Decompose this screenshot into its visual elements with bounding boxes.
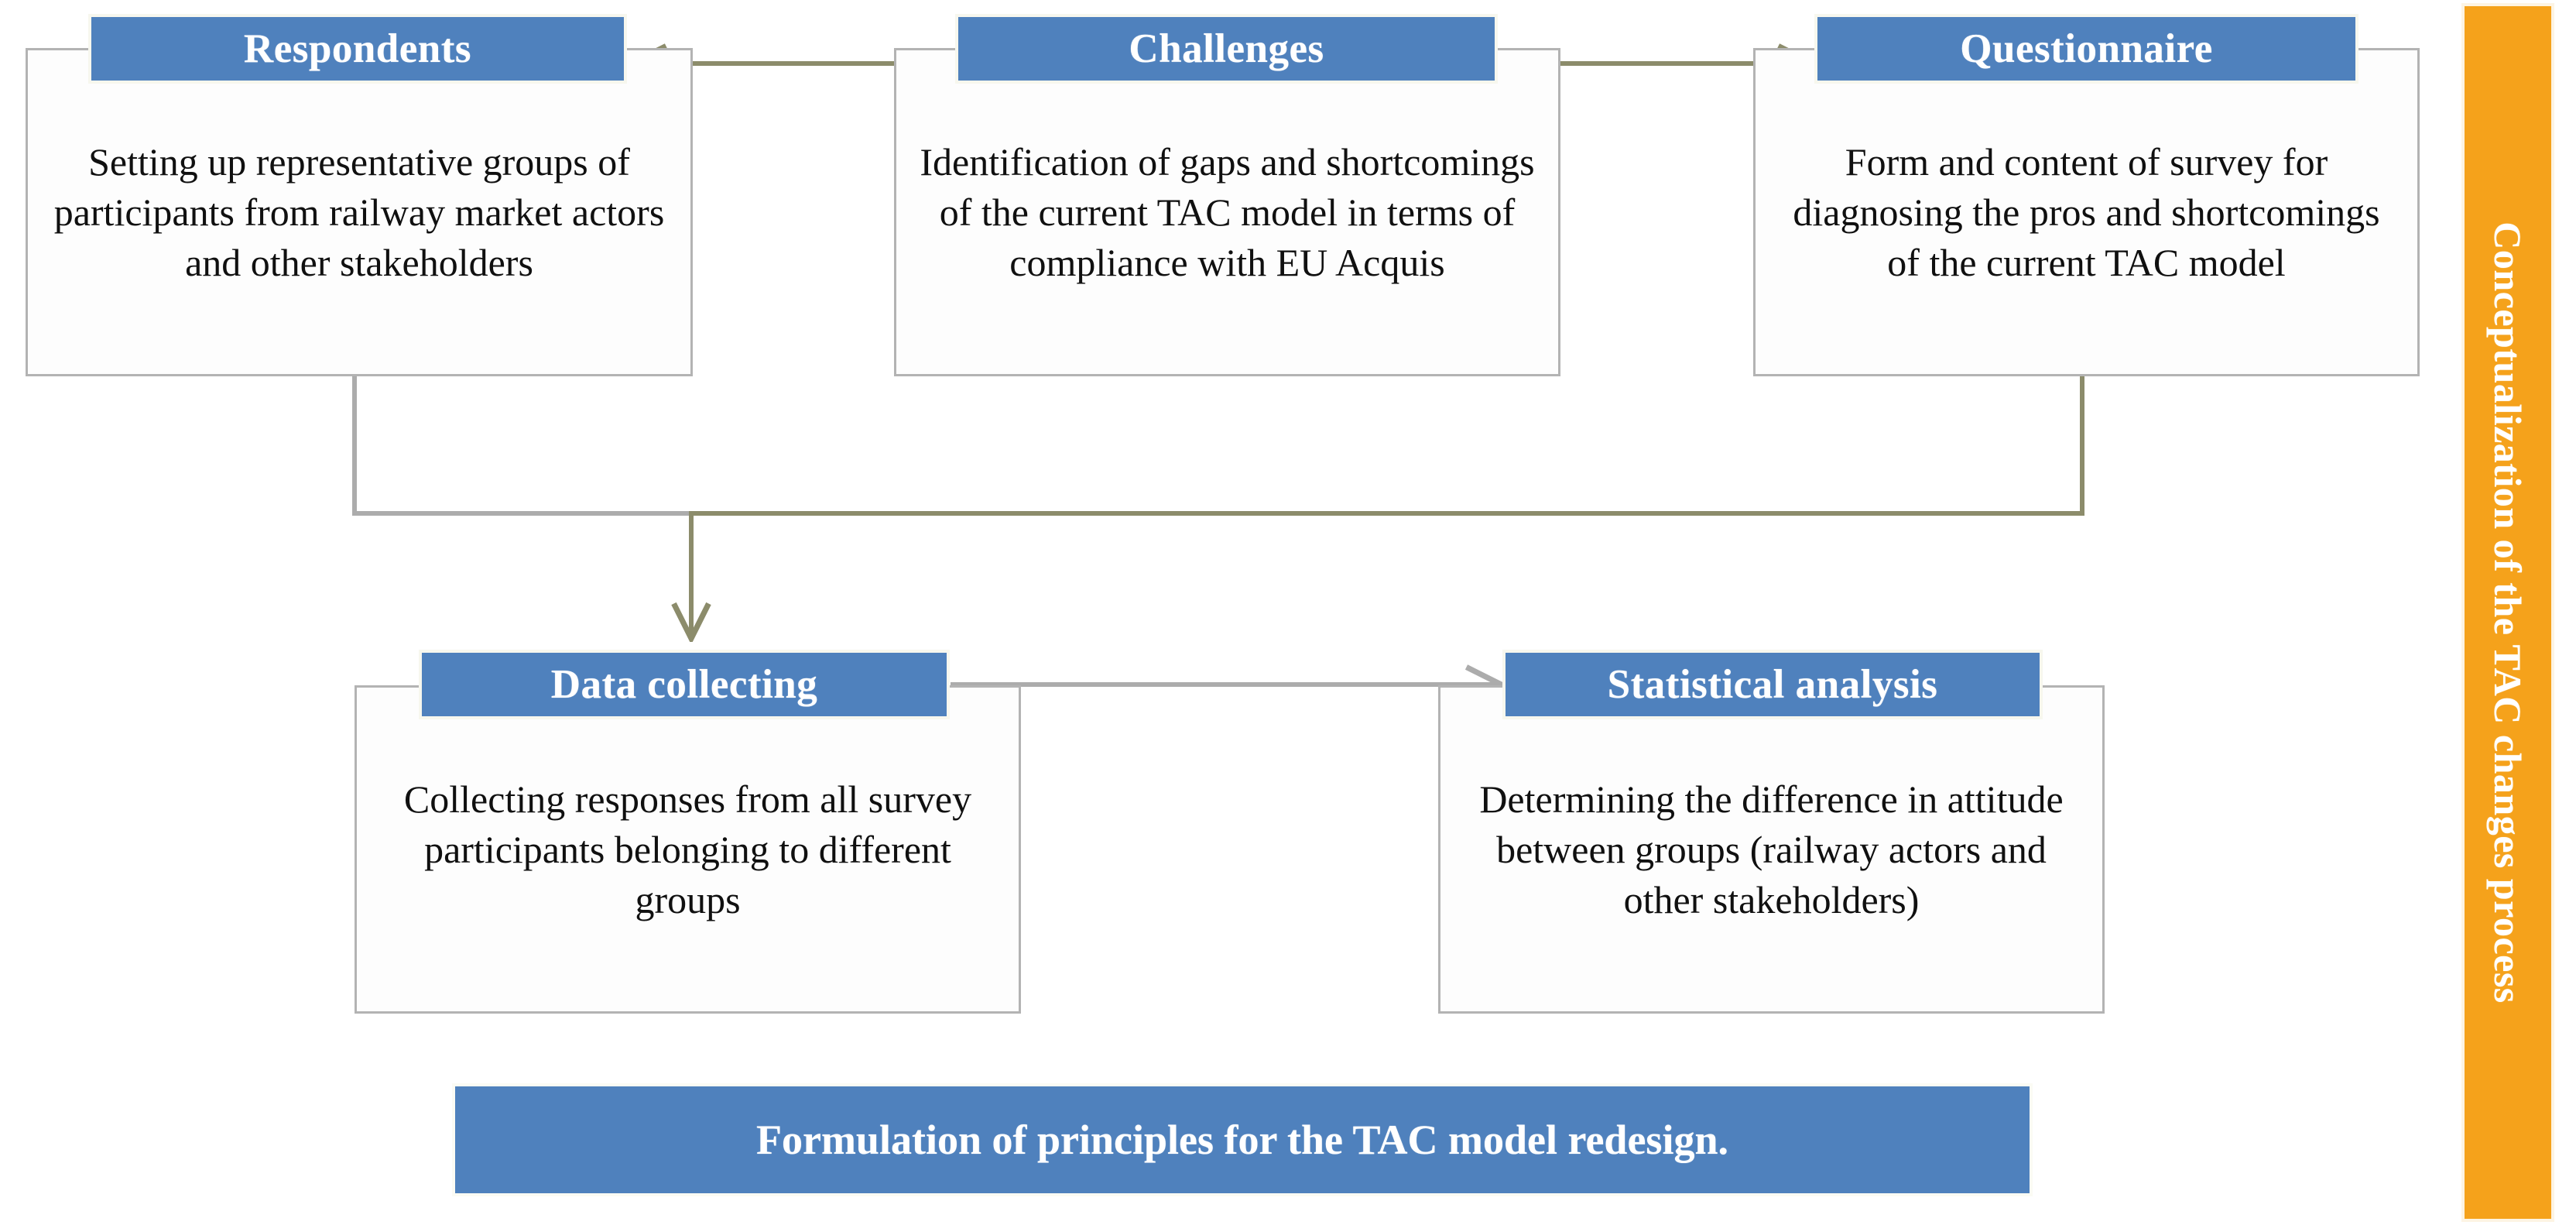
node-questionnaire-body-text: Form and content of survey for diagnosin… [1793, 139, 2380, 284]
node-data-collecting-header[interactable]: Data collecting [422, 653, 947, 716]
node-challenges-header[interactable]: Challenges [958, 17, 1495, 81]
node-challenges-body: Identification of gaps and shortcomings … [894, 48, 1560, 376]
node-statistical-analysis-body-text: Determining the difference in attitude b… [1479, 777, 2064, 921]
side-banner: Conceptualization of the TAC changes pro… [2465, 6, 2551, 1219]
node-challenges-body-text: Identification of gaps and shortcomings … [920, 139, 1535, 284]
connector-questionnaire-to-data-collecting [691, 376, 2084, 635]
side-banner-label: Conceptualization of the TAC changes pro… [2486, 221, 2530, 1004]
node-data-collecting-body-text: Collecting responses from all survey par… [403, 777, 972, 921]
node-respondents-header[interactable]: Respondents [91, 17, 624, 81]
node-statistical-analysis-body: Determining the difference in attitude b… [1438, 685, 2105, 1014]
node-statistical-analysis-header[interactable]: Statistical analysis [1506, 653, 2040, 716]
node-data-collecting-body: Collecting responses from all survey par… [355, 685, 1021, 1014]
node-questionnaire-body: Form and content of survey for diagnosin… [1753, 48, 2420, 376]
node-respondents-body-text: Setting up representative groups of part… [53, 139, 665, 284]
node-respondents-body: Setting up representative groups of part… [26, 48, 693, 376]
conclusion-bar[interactable]: Formulation of principles for the TAC mo… [455, 1086, 2030, 1193]
connector-respondents-to-data-collecting [352, 376, 691, 516]
node-questionnaire-header[interactable]: Questionnaire [1817, 17, 2355, 81]
